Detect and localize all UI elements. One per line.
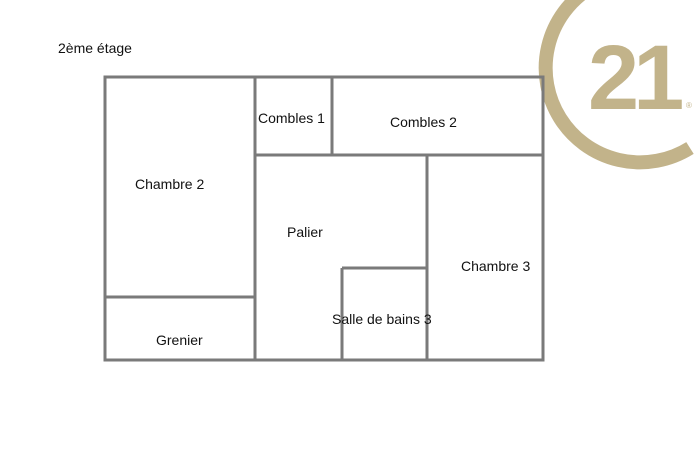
logo-arc xyxy=(538,0,694,170)
logo-text: 21 xyxy=(588,27,682,129)
walls xyxy=(103,75,545,362)
room-grenier: Grenier xyxy=(156,332,203,348)
floor-title: 2ème étage xyxy=(58,40,132,56)
room-chambre-3: Chambre 3 xyxy=(461,258,530,274)
logo-registered: ® xyxy=(686,101,692,110)
logo: 21 ® xyxy=(538,0,694,170)
room-chambre-2: Chambre 2 xyxy=(135,176,204,192)
room-combles-2: Combles 2 xyxy=(390,114,457,130)
room-palier: Palier xyxy=(287,224,323,240)
room-salle-de-bains-3: Salle de bains 3 xyxy=(332,311,432,327)
room-combles-1: Combles 1 xyxy=(258,110,325,126)
